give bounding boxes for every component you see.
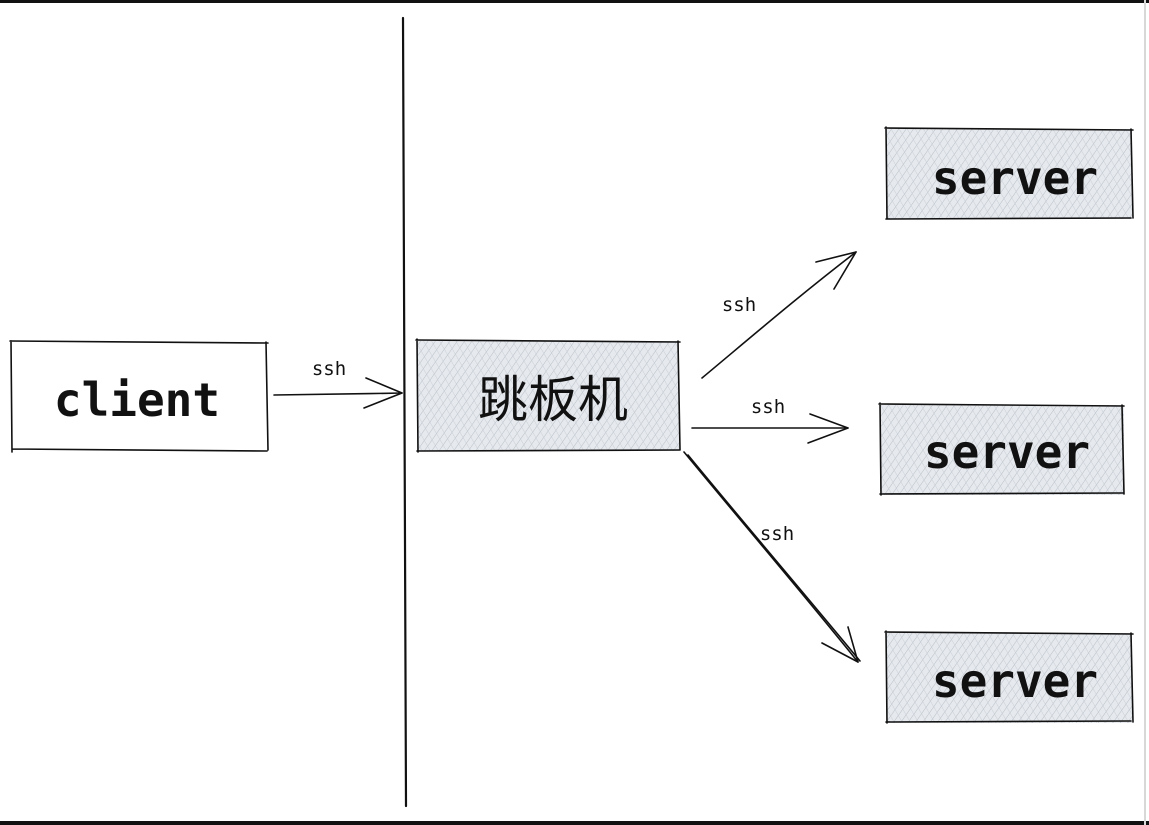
edge-client-to-jump-arrowhead xyxy=(363,377,403,409)
server-1-box-hatch xyxy=(886,129,1132,219)
client-label: client xyxy=(54,373,220,427)
edge-jump-to-server-1-arrowhead xyxy=(815,251,857,290)
edge-jump-to-server-2-arrowhead xyxy=(807,413,849,444)
server-node-1: server xyxy=(884,126,1134,220)
jump-host-label: 跳板机 xyxy=(478,371,628,429)
server-1-label: server xyxy=(932,151,1098,205)
client-box-fill xyxy=(11,343,267,449)
server-3-box-border xyxy=(884,630,1134,724)
jump-host-box-border xyxy=(415,338,681,453)
edge-jump-to-server-3-arrowhead xyxy=(821,626,859,663)
bottom-frame-bar xyxy=(0,821,1149,825)
top-frame-bar xyxy=(0,0,1149,3)
edge-client-to-jump-label: ssh xyxy=(312,358,346,380)
network-boundary-line xyxy=(401,16,408,808)
server-2-label: server xyxy=(924,425,1090,479)
edge-jump-to-server-2-label: ssh xyxy=(751,396,785,418)
server-3-label: server xyxy=(932,654,1098,708)
server-2-box-hatch xyxy=(880,405,1124,495)
edge-jump-to-server-3-label: ssh xyxy=(760,523,794,545)
edge-jump-to-server-3-line xyxy=(683,451,859,663)
edge-jump-to-server-1-line xyxy=(701,251,857,379)
edge-jump-to-server-3-line-2 xyxy=(687,454,861,662)
edge-jump-to-server-3: ssh xyxy=(683,451,861,663)
server-node-2: server xyxy=(878,402,1125,496)
edge-jump-to-server-1: ssh xyxy=(701,251,857,379)
edge-jump-to-server-1-label: ssh xyxy=(722,294,756,316)
server-1-box-border xyxy=(884,126,1134,220)
edge-jump-to-server-2: ssh xyxy=(691,396,849,444)
client-node: client xyxy=(9,340,269,453)
edge-client-to-jump-line xyxy=(273,392,403,396)
jump-host-box-hatch xyxy=(417,341,679,451)
server-2-box-border xyxy=(878,402,1125,496)
edge-client-to-jump: ssh xyxy=(273,358,403,409)
server-node-3: server xyxy=(884,630,1134,724)
server-3-box-hatch xyxy=(886,633,1132,723)
client-box-border xyxy=(9,340,269,453)
jump-host-node: 跳板机 xyxy=(415,338,681,453)
